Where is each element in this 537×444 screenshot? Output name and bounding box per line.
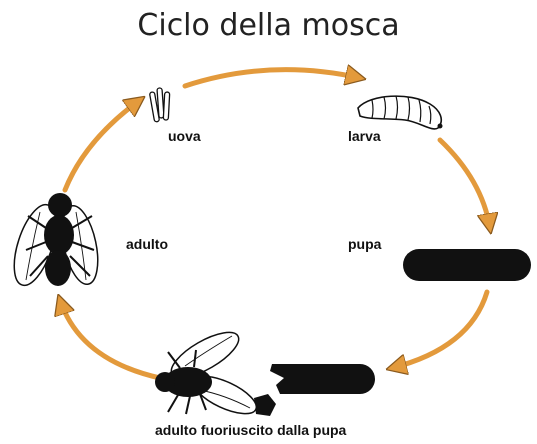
arrow-adult-to-egg bbox=[65, 100, 140, 190]
egg-cluster bbox=[149, 88, 169, 122]
stage-label-emerged: adulto fuoriuscito dalla pupa bbox=[155, 422, 346, 438]
arrow-emerged-to-adult bbox=[60, 300, 160, 378]
adult-fly-illustration bbox=[6, 193, 104, 290]
emerged-fly-illustration bbox=[155, 324, 261, 421]
empty-pupa-case bbox=[254, 364, 375, 416]
stage-label-adult: adulto bbox=[126, 236, 168, 252]
stage-label-egg: uova bbox=[168, 128, 201, 144]
arrow-larva-to-pupa bbox=[440, 140, 490, 228]
stage-label-pupa: pupa bbox=[348, 236, 381, 252]
pupa-illustration bbox=[403, 249, 531, 281]
arrow-egg-to-larva bbox=[185, 70, 360, 86]
arrow-pupa-to-emerged bbox=[392, 292, 487, 368]
larva-illustration bbox=[358, 96, 443, 129]
stage-label-larva: larva bbox=[348, 128, 381, 144]
